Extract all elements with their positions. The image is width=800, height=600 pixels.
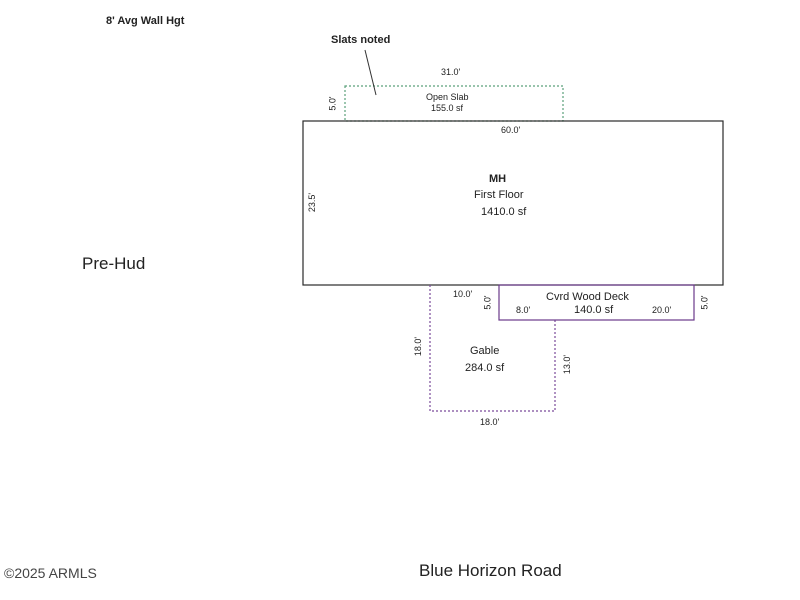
gable-outline xyxy=(429,285,556,412)
main-house-depth-dim: 23.5' xyxy=(307,192,318,213)
slats-arrow xyxy=(364,49,377,96)
main-house-width-dim: 60.0' xyxy=(501,125,521,135)
deck-name: Cvrd Wood Deck xyxy=(546,291,629,303)
gable-area: 284.0 sf xyxy=(465,362,505,374)
wall-height-note: 8' Avg Wall Hgt xyxy=(106,15,185,27)
open-slab-depth-dim: 5.0' xyxy=(327,96,338,111)
slats-note: Slats noted xyxy=(331,34,391,46)
deck-bottom-right-dim: 20.0' xyxy=(652,305,672,315)
gable-top-dim: 10.0' xyxy=(453,289,473,299)
gable-right-dim: 13.0' xyxy=(562,354,573,375)
copyright-watermark: ©2025 ARMLS xyxy=(4,565,97,581)
main-house-floor: First Floor xyxy=(474,189,524,201)
deck-outline xyxy=(498,284,695,321)
deck-left-dim: 5.0' xyxy=(482,295,493,310)
pre-hud-label: Pre-Hud xyxy=(82,254,146,273)
gable-name: Gable xyxy=(470,345,500,357)
main-house-area: 1410.0 sf xyxy=(481,206,527,218)
road-label: Blue Horizon Road xyxy=(419,561,562,580)
deck-bottom-left-dim: 8.0' xyxy=(516,305,531,315)
deck-right-dim: 5.0' xyxy=(699,295,710,310)
open-slab-width-dim: 31.0' xyxy=(441,67,461,77)
main-house-name: MH xyxy=(489,173,507,185)
open-slab-name: Open Slab xyxy=(426,92,469,102)
main-house-outline xyxy=(302,120,724,286)
open-slab-area: 155.0 sf xyxy=(431,103,464,113)
gable-bottom-dim: 18.0' xyxy=(480,417,500,427)
gable-left-dim: 18.0' xyxy=(413,336,424,357)
deck-area: 140.0 sf xyxy=(574,304,614,316)
